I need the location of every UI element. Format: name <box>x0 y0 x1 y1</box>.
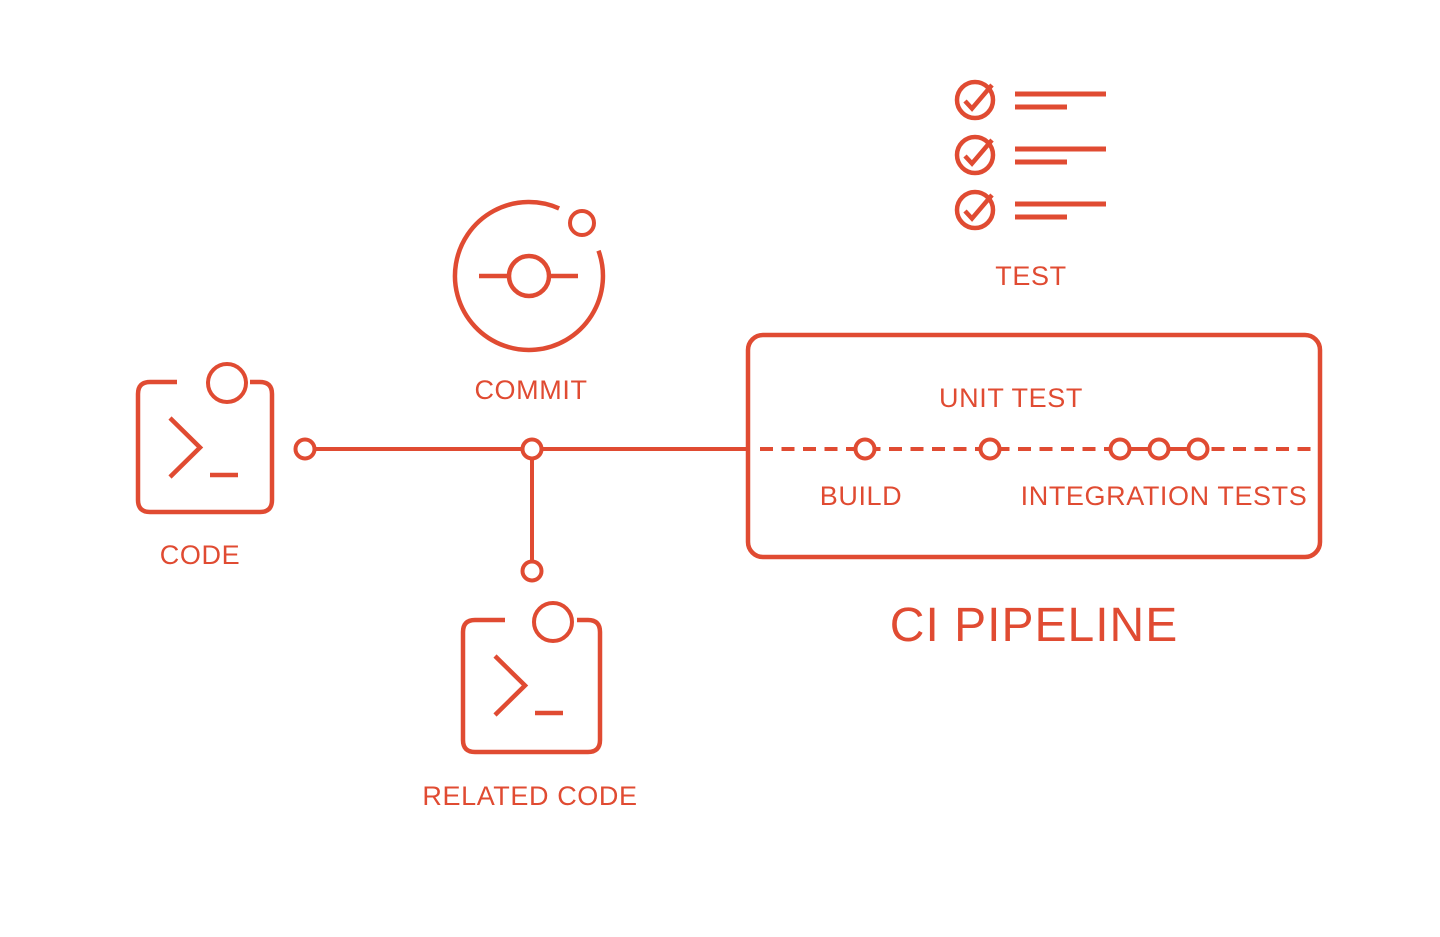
stage-node-integration-3 <box>1186 437 1210 461</box>
diagram-title: CI PIPELINE <box>889 599 1179 652</box>
commit-label: COMMIT <box>474 375 588 405</box>
check-mark <box>963 193 994 222</box>
checklist-icon <box>954 79 1106 231</box>
stage-node-integration-1 <box>1108 437 1132 461</box>
terminal-frame <box>135 379 275 515</box>
check-mark <box>963 138 994 167</box>
git-commit-icon <box>452 199 606 353</box>
orbit-arc <box>452 199 606 353</box>
test-label: TEST <box>995 261 1067 291</box>
prompt-chevron <box>493 654 529 717</box>
checklist-row <box>954 189 1106 231</box>
checklist-row <box>954 134 1106 176</box>
checklist-row <box>954 79 1106 121</box>
prompt-chevron <box>168 416 204 479</box>
terminal-badge-circle <box>532 601 574 643</box>
orbit-satellite-circle <box>568 209 596 237</box>
check-circle <box>954 134 996 176</box>
commit-node-junction <box>520 437 544 461</box>
stage-node-build <box>853 437 877 461</box>
terminal-badge-circle <box>206 362 248 404</box>
code-label: CODE <box>159 540 241 570</box>
pipeline-box <box>745 332 1323 560</box>
commit-dot-circle <box>506 253 552 299</box>
check-circle <box>954 189 996 231</box>
related-code-label: RELATED CODE <box>422 781 638 811</box>
terminal-code-icon <box>135 362 275 515</box>
terminal-frame <box>460 617 603 755</box>
stage-label-unit-test: UNIT TEST <box>939 383 1083 413</box>
connector-lines <box>293 437 750 583</box>
terminal-code-icon <box>460 601 603 755</box>
stage-label-build: BUILD <box>819 481 903 511</box>
commit-node-branch-end <box>520 559 544 583</box>
pipeline-border <box>745 332 1323 560</box>
check-circle <box>954 79 996 121</box>
stage-node-integration-2 <box>1147 437 1171 461</box>
commit-node-start <box>293 437 317 461</box>
stage-node-unit-test <box>978 437 1002 461</box>
stage-label-integration-tests: INTEGRATION TESTS <box>1020 481 1308 511</box>
check-mark <box>963 83 994 112</box>
